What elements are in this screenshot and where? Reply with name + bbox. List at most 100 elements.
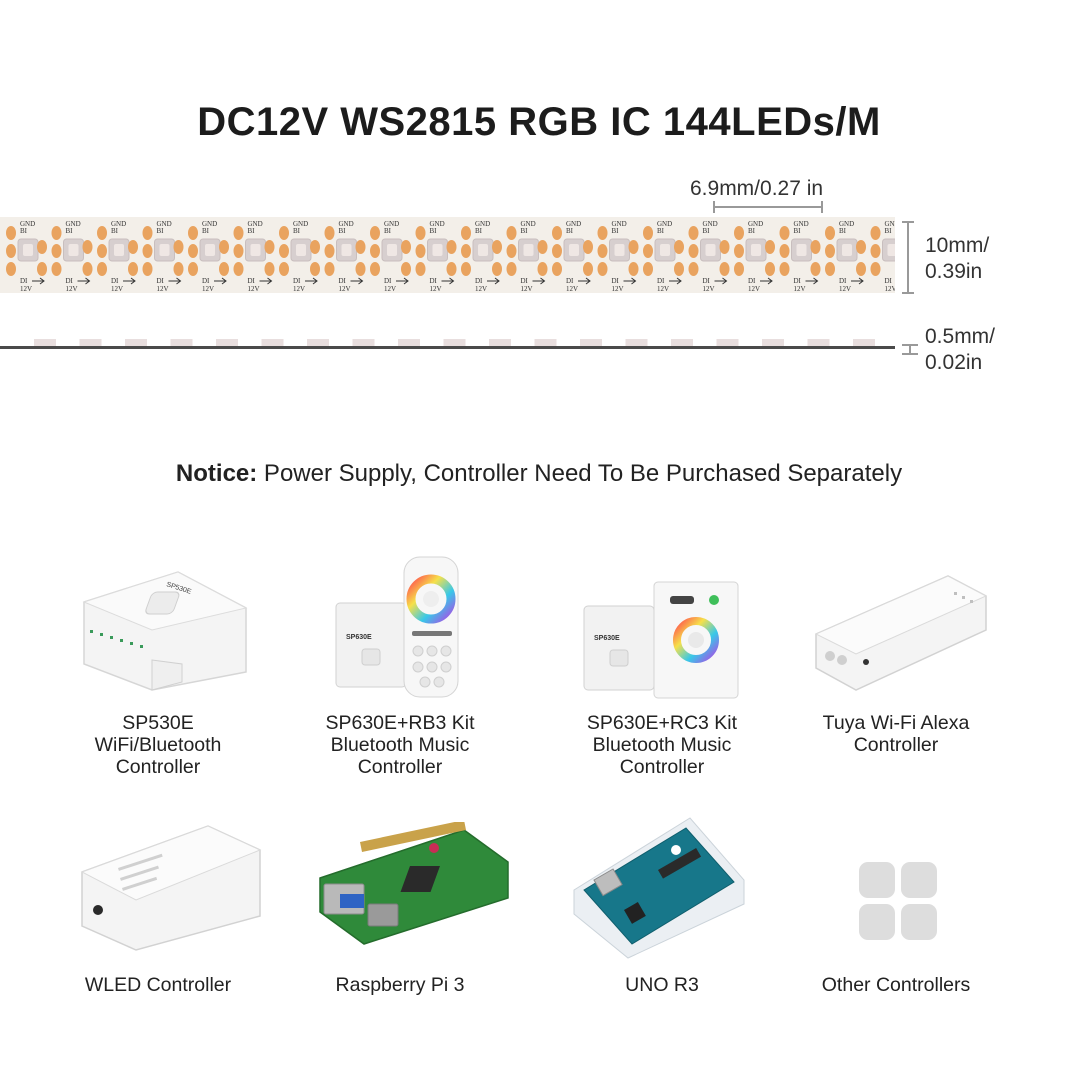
- led-side-bump: [671, 339, 693, 346]
- thickness-dimension-label: 0.5mm/ 0.02in: [925, 324, 995, 376]
- caption-line: UNO R3: [625, 974, 699, 996]
- strip-bi-label: BI: [384, 227, 392, 235]
- led-chip-lens: [569, 244, 579, 256]
- amber-pad: [370, 244, 380, 258]
- notice-text: Notice: Power Supply, Controller Need To…: [0, 460, 1078, 488]
- strip-12v-label: 12V: [566, 285, 578, 293]
- amber-pad: [415, 244, 426, 258]
- amber-pad: [734, 244, 744, 258]
- amber-pad: [643, 244, 653, 258]
- led-chip-lens: [842, 244, 852, 256]
- uno-r3-image: [573, 817, 745, 959]
- led-chip-lens: [660, 244, 670, 256]
- data-direction-arrow: [578, 277, 591, 285]
- thickness-dimension-line1: 0.5mm/: [925, 325, 996, 348]
- led-chip-lens: [432, 244, 443, 256]
- amber-pad: [355, 240, 366, 254]
- strip-12v-label: 12V: [202, 285, 214, 293]
- amber-pad: [446, 240, 457, 254]
- strip-12v-label: 12V: [748, 285, 760, 293]
- strip-12v-label: 12V: [66, 285, 78, 293]
- strip-gnd-label: GND: [384, 220, 399, 228]
- product-caption-other-controllers: Other Controllers: [790, 974, 1002, 996]
- strip-bi-label: BI: [566, 227, 574, 235]
- amber-pad: [537, 240, 548, 254]
- strip-gnd-label: GND: [248, 220, 263, 228]
- amber-pad: [765, 240, 775, 254]
- strip-di-label: DI: [703, 277, 711, 285]
- strip-bi-label: BI: [339, 227, 347, 235]
- strip-12v-label: 12V: [111, 285, 123, 293]
- amber-pad: [492, 262, 502, 276]
- strip-bi-label: BI: [111, 227, 119, 235]
- led-chip-lens: [114, 244, 124, 256]
- product-caption-tuya: Tuya Wi-Fi Alexa Controller: [790, 712, 1002, 756]
- product-caption-sp530e: SP530E WiFi/Bluetooth Controller: [58, 712, 258, 778]
- strip-di-label: DI: [202, 277, 210, 285]
- strip-di-label: DI: [293, 277, 301, 285]
- strip-gnd-label: GND: [839, 220, 854, 228]
- amber-pad: [6, 244, 16, 258]
- amber-pad: [279, 226, 289, 240]
- strip-di-label: DI: [430, 277, 438, 285]
- amber-pad: [810, 240, 821, 254]
- strip-gnd-label: GND: [66, 220, 81, 228]
- amber-pad: [324, 262, 335, 276]
- caption-line: Controller: [619, 756, 705, 778]
- led-chip-lens: [250, 244, 261, 256]
- amber-pad: [779, 244, 790, 258]
- strip-di-label: DI: [885, 277, 893, 285]
- led-side-bump: [625, 339, 648, 346]
- data-direction-arrow: [259, 277, 273, 285]
- amber-pad: [628, 240, 639, 254]
- strip-di-label: DI: [612, 277, 620, 285]
- amber-pad: [97, 262, 107, 276]
- strip-di-label: DI: [839, 277, 847, 285]
- strip-di-label: DI: [66, 277, 74, 285]
- led-chip-lens: [205, 244, 215, 256]
- data-direction-arrow: [305, 277, 318, 285]
- amber-pad: [552, 262, 562, 276]
- strip-gnd-label: GND: [202, 220, 217, 228]
- led-side-bump: [853, 339, 875, 346]
- caption-line: Raspberry Pi 3: [335, 974, 465, 996]
- amber-pad: [461, 226, 471, 240]
- amber-pad: [506, 262, 517, 276]
- product-caption-sp630e-rb3: SP630E+RB3 Kit Bluetooth Music Controlle…: [300, 712, 500, 778]
- amber-pad: [688, 262, 699, 276]
- strip-bi-label: BI: [839, 227, 847, 235]
- data-direction-arrow: [396, 277, 409, 285]
- amber-pad: [6, 262, 16, 276]
- strip-di-label: DI: [248, 277, 256, 285]
- amber-pad: [628, 262, 639, 276]
- strip-12v-label: 12V: [248, 285, 260, 293]
- strip-gnd-label: GND: [20, 220, 35, 228]
- caption-line: Controller: [853, 734, 939, 756]
- amber-pad: [279, 244, 289, 258]
- amber-pad: [51, 226, 62, 240]
- amber-pad: [37, 240, 47, 254]
- amber-pad: [719, 240, 730, 254]
- amber-pad: [597, 244, 608, 258]
- strip-gnd-label: GND: [612, 220, 627, 228]
- amber-pad: [82, 240, 93, 254]
- led-chip-lens: [705, 244, 716, 256]
- led-side-bump: [125, 339, 147, 346]
- strip-12v-label: 12V: [293, 285, 305, 293]
- amber-pad: [188, 262, 198, 276]
- sp630e-rb3-kit-image: SP630E: [335, 556, 459, 698]
- strip-12v-label: 12V: [657, 285, 669, 293]
- data-direction-arrow: [714, 277, 728, 285]
- caption-line: SP630E+RC3 Kit: [586, 712, 738, 734]
- amber-pad: [825, 244, 835, 258]
- data-direction-arrow: [350, 277, 364, 285]
- amber-pad: [128, 262, 138, 276]
- led-chip-lens: [751, 244, 761, 256]
- led-chip-lens: [887, 244, 895, 256]
- amber-pad: [583, 262, 593, 276]
- caption-line: Bluetooth Music: [592, 734, 732, 756]
- strip-bi-label: BI: [20, 227, 28, 235]
